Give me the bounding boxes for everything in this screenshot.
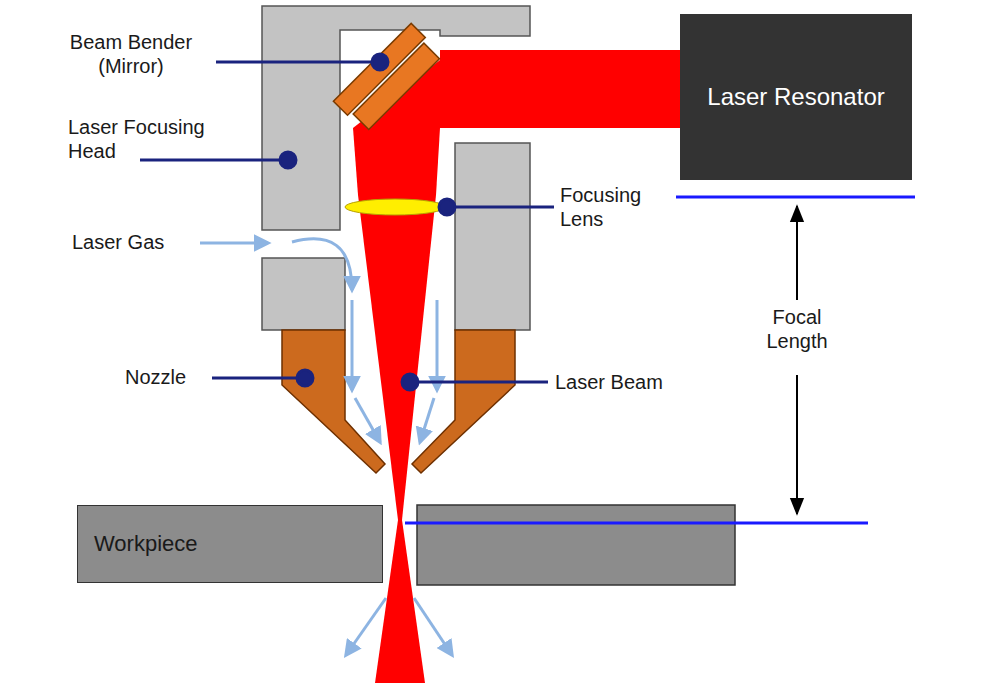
part-label: Beam Bender (Mirror) xyxy=(60,30,202,78)
node-text: Workpiece xyxy=(94,531,366,557)
dimension-label: Focal Length xyxy=(745,305,849,353)
nozzle xyxy=(282,330,515,473)
gas-flow xyxy=(200,239,452,655)
beam-bender xyxy=(333,23,443,133)
laser-beam-horizontal xyxy=(440,50,680,128)
part-label: Laser Focusing Head xyxy=(68,115,238,163)
node-text: Laser Resonator xyxy=(696,83,896,111)
workpiece-right xyxy=(417,505,735,585)
resonator-box: Laser Resonator xyxy=(680,14,912,180)
focal-length-dimension xyxy=(405,197,915,523)
part-label: Focusing Lens xyxy=(560,183,670,231)
part-label: Laser Gas xyxy=(72,230,202,254)
part-label: Nozzle xyxy=(125,365,215,389)
workpiece-block: Workpiece xyxy=(77,505,383,583)
leader-lines xyxy=(140,54,554,390)
focusing-lens xyxy=(345,199,445,215)
part-label: Laser Beam xyxy=(555,370,685,394)
